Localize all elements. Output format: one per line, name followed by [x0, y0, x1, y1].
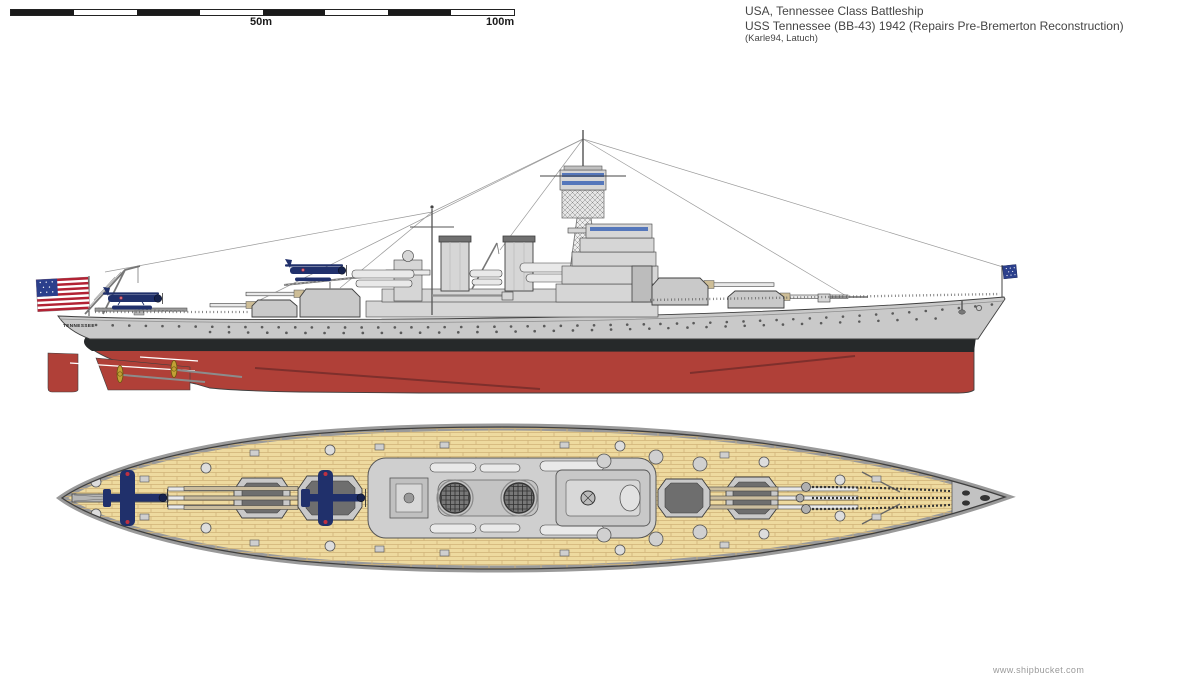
bilge-keels — [254, 355, 856, 390]
plan-turret-2 — [657, 478, 779, 518]
plan-conning-tower — [619, 484, 641, 512]
plan-view — [55, 423, 1016, 573]
plan-seaplane-turret-3 — [301, 470, 366, 526]
propellers — [116, 360, 178, 383]
turret-4 — [209, 299, 298, 318]
shipbucket-watermark: www.shipbucket.com — [993, 665, 1085, 675]
scale-segment — [11, 10, 74, 15]
side-profile-view: TENNESSEE — [35, 130, 1018, 394]
us-ensign-flag — [35, 276, 90, 312]
scale-segment — [199, 10, 263, 15]
hawse-pipe — [980, 495, 990, 501]
plan-funnel-aft — [436, 479, 474, 517]
five-inch-gun-aft — [432, 291, 514, 301]
scale-segment — [451, 10, 514, 15]
anchor — [958, 300, 983, 315]
union-jack-flag — [1002, 264, 1018, 280]
title-country-class: USA, Tennessee Class Battleship — [745, 4, 924, 18]
scale-bar — [10, 9, 515, 16]
scale-segment — [325, 10, 389, 15]
bridge-windows — [590, 227, 648, 231]
porthole-row-upper — [94, 302, 998, 329]
scale-segment — [136, 10, 200, 15]
plan-superstructure — [367, 449, 708, 547]
forecastle-railing — [649, 292, 1001, 302]
deck-edge-line — [59, 300, 1004, 324]
scale-label-50m: 50m — [249, 16, 273, 28]
scale-segment — [262, 10, 326, 15]
title-ship-name: USS Tennessee (BB-43) 1942 (Repairs Pre-… — [745, 18, 1124, 33]
mainmast-pole — [410, 205, 454, 315]
plan-aa-gun-tubs — [596, 449, 708, 547]
plan-boats — [429, 460, 605, 536]
plan-bridge — [555, 469, 651, 527]
turret-2 — [651, 277, 775, 306]
conning-tower — [631, 265, 653, 303]
scale-segment — [388, 10, 452, 15]
seaplane-quarterdeck — [103, 287, 163, 310]
plan-seaplane-aft — [103, 470, 168, 526]
seaplane-turret-3 — [285, 259, 347, 282]
propeller-shafts — [122, 369, 243, 383]
deck-hatches — [139, 441, 882, 557]
hawse-pipe — [962, 500, 970, 506]
underwater-hull — [47, 348, 975, 394]
title-block: USA, Tennessee Class Battleship USS Tenn… — [745, 4, 1124, 45]
title-credits: (Karle94, Latuch) — [745, 33, 818, 44]
funnel-aft — [438, 235, 472, 292]
plan-funnel-forward — [500, 479, 538, 517]
hawse-pipe — [962, 490, 970, 496]
bridge-structure — [555, 223, 661, 303]
rudder — [47, 352, 79, 393]
scale-segment — [73, 10, 137, 15]
fire-control-top — [540, 165, 626, 219]
hull-side: TENNESSEE — [57, 296, 1006, 340]
hull-name-text: TENNESSEE — [63, 323, 95, 328]
scale-label-100m: 100m — [486, 16, 515, 28]
boats-aft — [351, 269, 415, 288]
boot-stripe-waterline — [84, 329, 977, 352]
plan-hull-outline — [60, 426, 1008, 570]
